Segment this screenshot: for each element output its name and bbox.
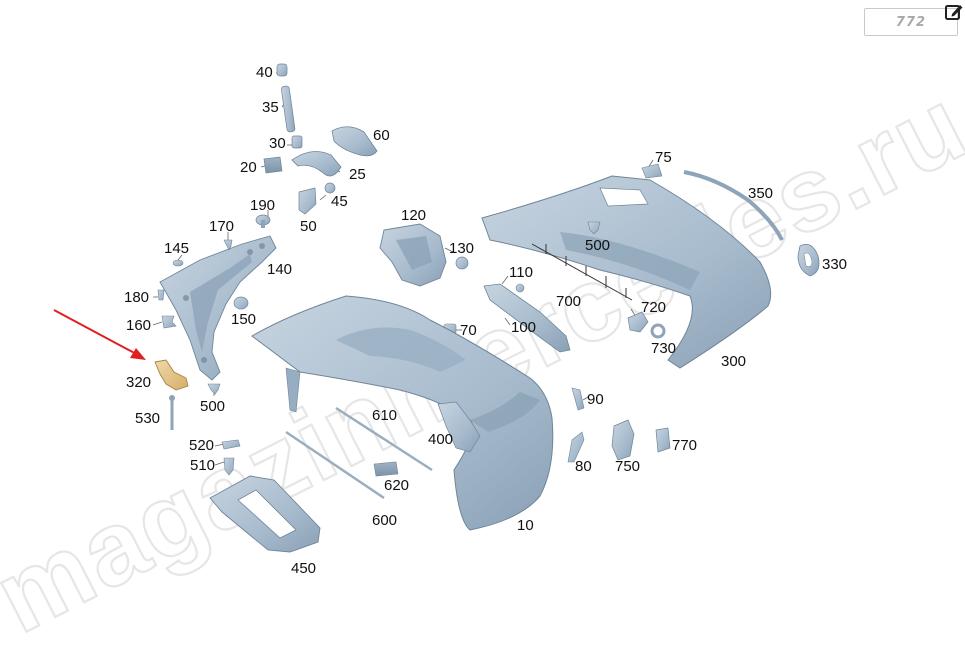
part-500-screw-left [207,383,221,395]
part-500-screw-right [587,221,601,235]
callout-180[interactable]: 180 [124,289,150,306]
callout-30[interactable]: 30 [269,135,286,152]
callout-520[interactable]: 520 [189,437,215,454]
callout-170[interactable]: 170 [209,218,235,235]
diagram-number: 772 [895,14,927,30]
callout-25[interactable]: 25 [349,166,366,183]
callout-500-right[interactable]: 500 [585,237,611,254]
part-170-screw [223,239,233,251]
part-770-cover [655,427,671,453]
callout-110[interactable]: 110 [509,264,533,281]
part-80-trim [567,431,585,463]
callout-700[interactable]: 700 [556,293,582,310]
callout-300[interactable]: 300 [721,353,747,370]
part-150-nut [233,296,249,310]
callout-190[interactable]: 190 [250,197,276,214]
callout-75[interactable]: 75 [655,149,672,166]
callout-60[interactable]: 60 [373,127,390,144]
part-25-grip [291,151,342,177]
callout-80[interactable]: 80 [575,458,592,475]
callout-145[interactable]: 145 [164,240,190,257]
callout-510[interactable]: 510 [190,457,216,474]
callout-450[interactable]: 450 [291,560,317,577]
callout-130[interactable]: 130 [449,240,475,257]
part-620-clip [373,461,399,477]
callout-400[interactable]: 400 [428,431,454,448]
part-750-holder [611,419,635,461]
callout-40[interactable]: 40 [256,64,273,81]
callout-70[interactable]: 70 [460,322,477,339]
highlight-arrow [53,309,146,360]
callout-730[interactable]: 730 [651,340,677,357]
part-600-rod [285,430,385,500]
callout-620[interactable]: 620 [384,477,410,494]
callout-600[interactable]: 600 [372,512,398,529]
part-520-clip [221,439,241,450]
part-30-clip [291,135,303,149]
callout-45[interactable]: 45 [331,193,348,210]
callout-90[interactable]: 90 [587,391,604,408]
callout-160[interactable]: 160 [126,317,152,334]
part-145-nut [172,259,184,267]
part-100-strip [483,283,571,353]
part-45-bolt [324,182,336,194]
callout-330[interactable]: 330 [822,256,848,273]
part-510-clip [223,457,235,476]
part-75-clip [641,163,663,179]
part-720-sensor [627,311,649,333]
part-20-block [263,156,283,174]
part-40-cap [276,63,288,77]
callout-610[interactable]: 610 [372,407,398,424]
callout-35[interactable]: 35 [262,99,279,116]
part-60-flap [331,126,378,157]
callout-10[interactable]: 10 [517,517,534,534]
part-140-bracket [159,235,277,381]
part-160-clip [161,315,177,329]
part-610-rod [335,406,433,472]
callout-720[interactable]: 720 [641,299,667,316]
callout-350[interactable]: 350 [748,185,774,202]
part-35-rod [281,85,296,133]
callout-120[interactable]: 120 [401,207,427,224]
callout-50[interactable]: 50 [300,218,317,235]
part-730-ring [650,323,666,339]
part-700-wires [531,243,633,301]
diagram-number-badge[interactable]: 772 [864,8,958,36]
part-400-bracket [437,401,481,453]
part-320-highlighted [154,359,189,391]
callout-770[interactable]: 770 [672,437,698,454]
callout-750[interactable]: 750 [615,458,641,475]
part-130-nut [455,256,469,270]
part-10-bumper [251,295,554,531]
part-350-trim [683,170,784,241]
callout-500-left[interactable]: 500 [200,398,226,415]
part-300-diffuser [481,175,772,369]
callout-320[interactable]: 320 [126,374,152,391]
callout-140[interactable]: 140 [267,261,293,278]
part-50-bracket [298,187,317,215]
part-90-trim [571,387,585,411]
edit-pencil-icon [945,5,963,20]
part-180-pin [157,289,165,301]
edit-button[interactable] [944,2,964,22]
callout-100[interactable]: 100 [511,319,537,336]
callout-20[interactable]: 20 [240,159,257,176]
callout-150[interactable]: 150 [231,311,257,328]
callout-530[interactable]: 530 [135,410,161,427]
